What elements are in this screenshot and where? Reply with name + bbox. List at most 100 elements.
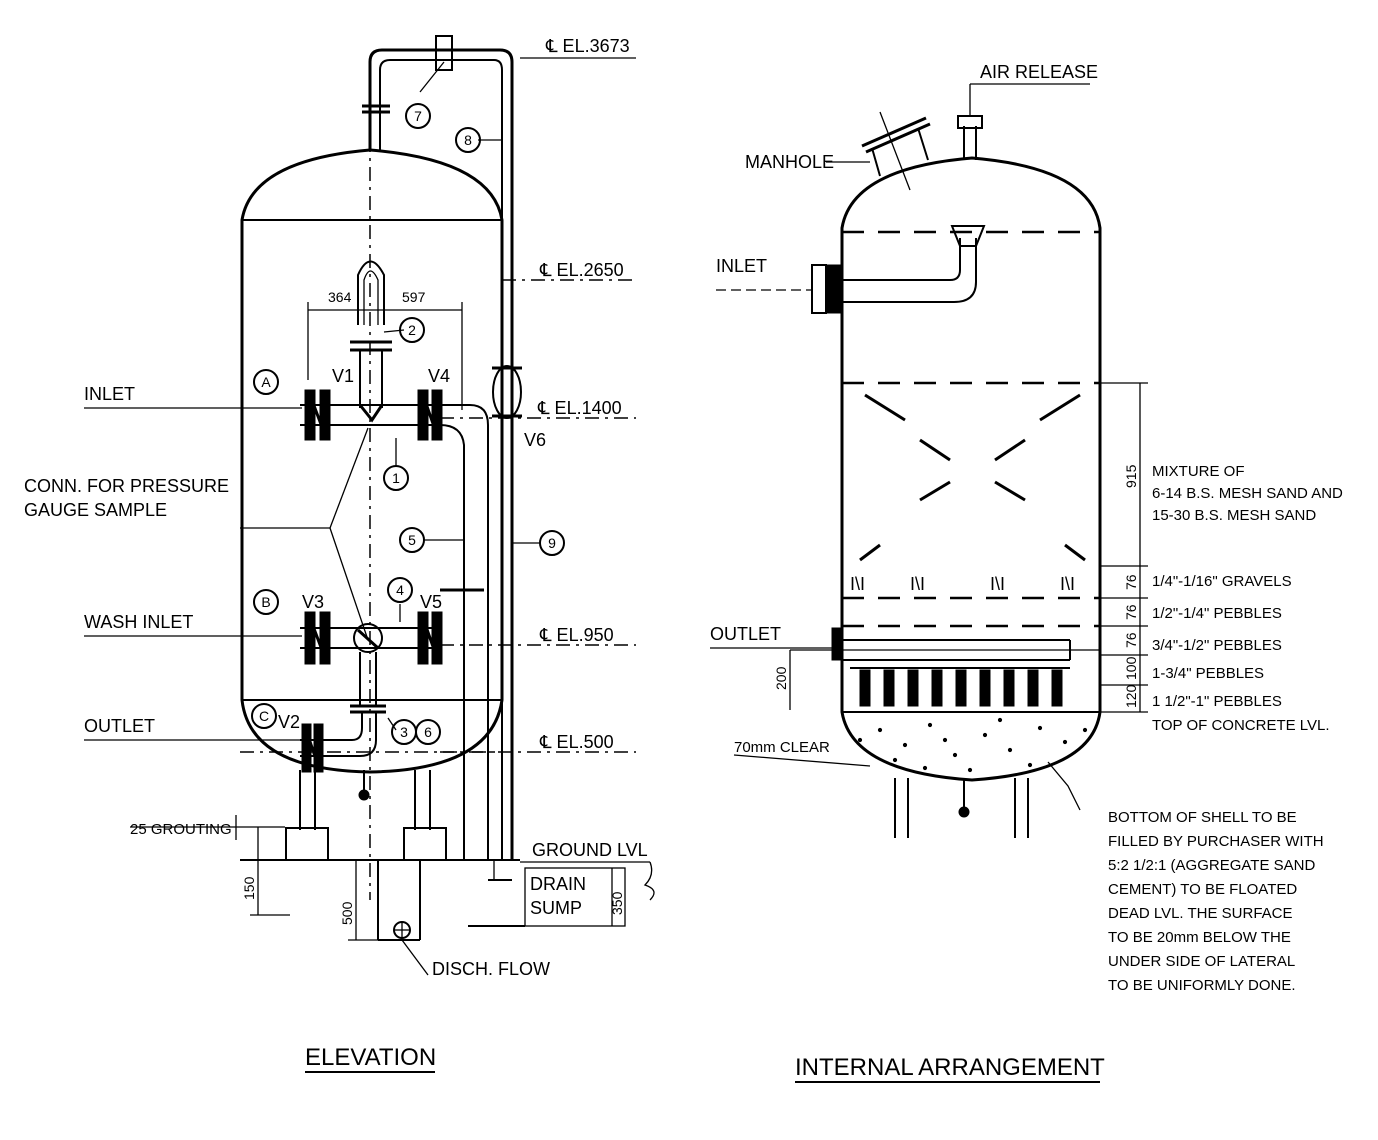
svg-text:I\I: I\I xyxy=(910,574,925,594)
dim-597: 597 xyxy=(402,289,426,305)
note-line-4: CEMENT) TO BE FLOATED xyxy=(1108,881,1297,898)
note-line-6: TO BE 20mm BELOW THE xyxy=(1108,929,1291,946)
layer-dim-gravels: 76 xyxy=(1123,574,1139,590)
note-line-8: TO BE UNIFORMLY DONE. xyxy=(1108,977,1296,994)
valve-v2-label: V2 xyxy=(278,712,300,732)
elevation-view xyxy=(84,35,655,1073)
internal-drain-icon xyxy=(958,806,970,818)
layer-dim-sand: 915 xyxy=(1123,464,1139,488)
label-70mm-clear: 70mm CLEAR xyxy=(734,739,830,756)
layer-sand-line3: 15-30 B.S. MESH SAND xyxy=(1152,507,1316,524)
elevation-text: 7 8 2 1 5 9 4 3 6 A B C ℄ EL.3673 ℄ EL.2… xyxy=(24,36,648,1071)
vent-pipe-inner xyxy=(379,59,503,860)
balloon-8 xyxy=(455,127,481,153)
dim-outlet-200: 200 xyxy=(773,666,789,690)
svg-text:I\I: I\I xyxy=(850,574,865,594)
balloon-4-text: 4 xyxy=(396,582,404,598)
valve-v3-label: V3 xyxy=(302,592,324,612)
inlet-distributor-pipe xyxy=(357,260,385,325)
dim-364: 364 xyxy=(328,289,352,305)
label-manhole: MANHOLE xyxy=(745,152,834,172)
label-wash-inlet: WASH INLET xyxy=(84,612,193,632)
valve-v6 xyxy=(492,365,522,419)
manhole-icon xyxy=(826,111,931,191)
pipe-5-outer xyxy=(469,404,489,860)
balloon-9-text: 9 xyxy=(548,535,556,551)
elevation-1400: ℄ EL.1400 xyxy=(537,398,622,418)
balloon-7 xyxy=(405,103,431,129)
balloon-5-text: 5 xyxy=(408,532,416,548)
label-sump: SUMP xyxy=(530,898,582,918)
elevation-balloons xyxy=(251,103,565,745)
dim-350: 350 xyxy=(609,891,625,915)
dim-500: 500 xyxy=(339,901,355,925)
layer-pebbles-1: 1/2"-1/4" PEBBLES xyxy=(1152,605,1282,622)
balloon-4 xyxy=(387,577,413,603)
clear-leader xyxy=(733,754,871,767)
vent-flange-top xyxy=(435,35,453,71)
disch-leader xyxy=(401,939,429,976)
label-conn-line1: CONN. FOR PRESSURE xyxy=(24,476,229,496)
valve-v5-label: V5 xyxy=(420,592,442,612)
layer-dim-pebbles-1: 76 xyxy=(1123,604,1139,620)
valve-v4 xyxy=(417,389,443,441)
label-top-of-concrete: TOP OF CONCRETE LVL. xyxy=(1152,717,1330,734)
elevation-title: ELEVATION xyxy=(305,1044,436,1071)
layer-dimension-bar xyxy=(1100,382,1148,713)
balloon-1-text: 1 xyxy=(392,470,400,486)
internal-inlet-pipe xyxy=(716,225,986,314)
label-disch-flow: DISCH. FLOW xyxy=(432,959,550,979)
elevation-950: ℄ EL.950 xyxy=(539,625,614,645)
tee-inlet-icon xyxy=(358,404,384,423)
layer-dim-pebbles-4: 120 xyxy=(1123,684,1139,708)
valve-v1 xyxy=(304,389,331,441)
valve-v4-label: V4 xyxy=(428,366,450,386)
elevation-3673: ℄ EL.3673 xyxy=(545,36,630,56)
concrete-fill xyxy=(857,717,1088,773)
mark-c xyxy=(251,703,277,729)
label-inlet: INLET xyxy=(84,384,135,404)
layer-gravels: 1/4"-1/16" GRAVELS xyxy=(1152,573,1292,590)
internal-vessel-shell xyxy=(840,156,1102,782)
mark-b xyxy=(253,589,279,615)
valve-v2 xyxy=(301,723,324,773)
balloon-7-text: 7 xyxy=(414,108,422,124)
note-line-5: DEAD LVL. THE SURFACE xyxy=(1108,905,1293,922)
balloon-8-text: 8 xyxy=(464,132,472,148)
outlet-pipe xyxy=(300,712,363,741)
balloon-6 xyxy=(415,719,441,745)
balloon-6-text: 6 xyxy=(424,724,432,740)
mark-a xyxy=(253,369,279,395)
balloon-2-text: 2 xyxy=(408,322,416,338)
mark-a-text: A xyxy=(261,374,271,390)
layer-pebbles-4: 1 1/2"-1" PEBBLES xyxy=(1152,693,1282,710)
valve-v6-label: V6 xyxy=(524,430,546,450)
mark-c-text: C xyxy=(259,708,269,724)
note-line-3: 5:2 1/2:1 (AGGREGATE SAND xyxy=(1108,857,1315,874)
label-grouting: 25 GROUTING xyxy=(130,821,232,838)
layer-sand-line2: 6-14 B.S. MESH SAND AND xyxy=(1152,485,1343,502)
note-leader xyxy=(1047,761,1081,811)
balloon-3-text: 3 xyxy=(400,724,408,740)
note-line-2: FILLED BY PURCHASER WITH xyxy=(1108,833,1324,850)
layer-dim-pebbles-2: 76 xyxy=(1123,632,1139,648)
elevation-lines xyxy=(440,57,636,753)
vent-pipe xyxy=(368,48,514,860)
note-line-7: UNDER SIDE OF LATERAL xyxy=(1108,953,1295,970)
layer-dim-pebbles-3: 100 xyxy=(1123,656,1139,680)
balloon-2 xyxy=(399,317,425,343)
air-release-icon xyxy=(957,83,1090,160)
elevation-2650: ℄ EL.2650 xyxy=(539,260,624,280)
layer-pebbles-3: 1-3/4" PEBBLES xyxy=(1152,665,1264,682)
drain-sump xyxy=(468,860,655,927)
internal-title: INTERNAL ARRANGEMENT xyxy=(795,1054,1105,1081)
label-internal-inlet: INLET xyxy=(716,256,767,276)
mark-b-text: B xyxy=(261,594,270,610)
sand-media-marks: I\I I\I I\I I\I xyxy=(850,393,1086,594)
valve-v3 xyxy=(304,611,331,665)
wash-tee-icon xyxy=(353,623,383,653)
elevation-500: ℄ EL.500 xyxy=(539,732,614,752)
label-drain: DRAIN xyxy=(530,874,586,894)
internal-outlet-laterals xyxy=(710,627,1100,710)
pipe-5-inner xyxy=(439,424,465,860)
